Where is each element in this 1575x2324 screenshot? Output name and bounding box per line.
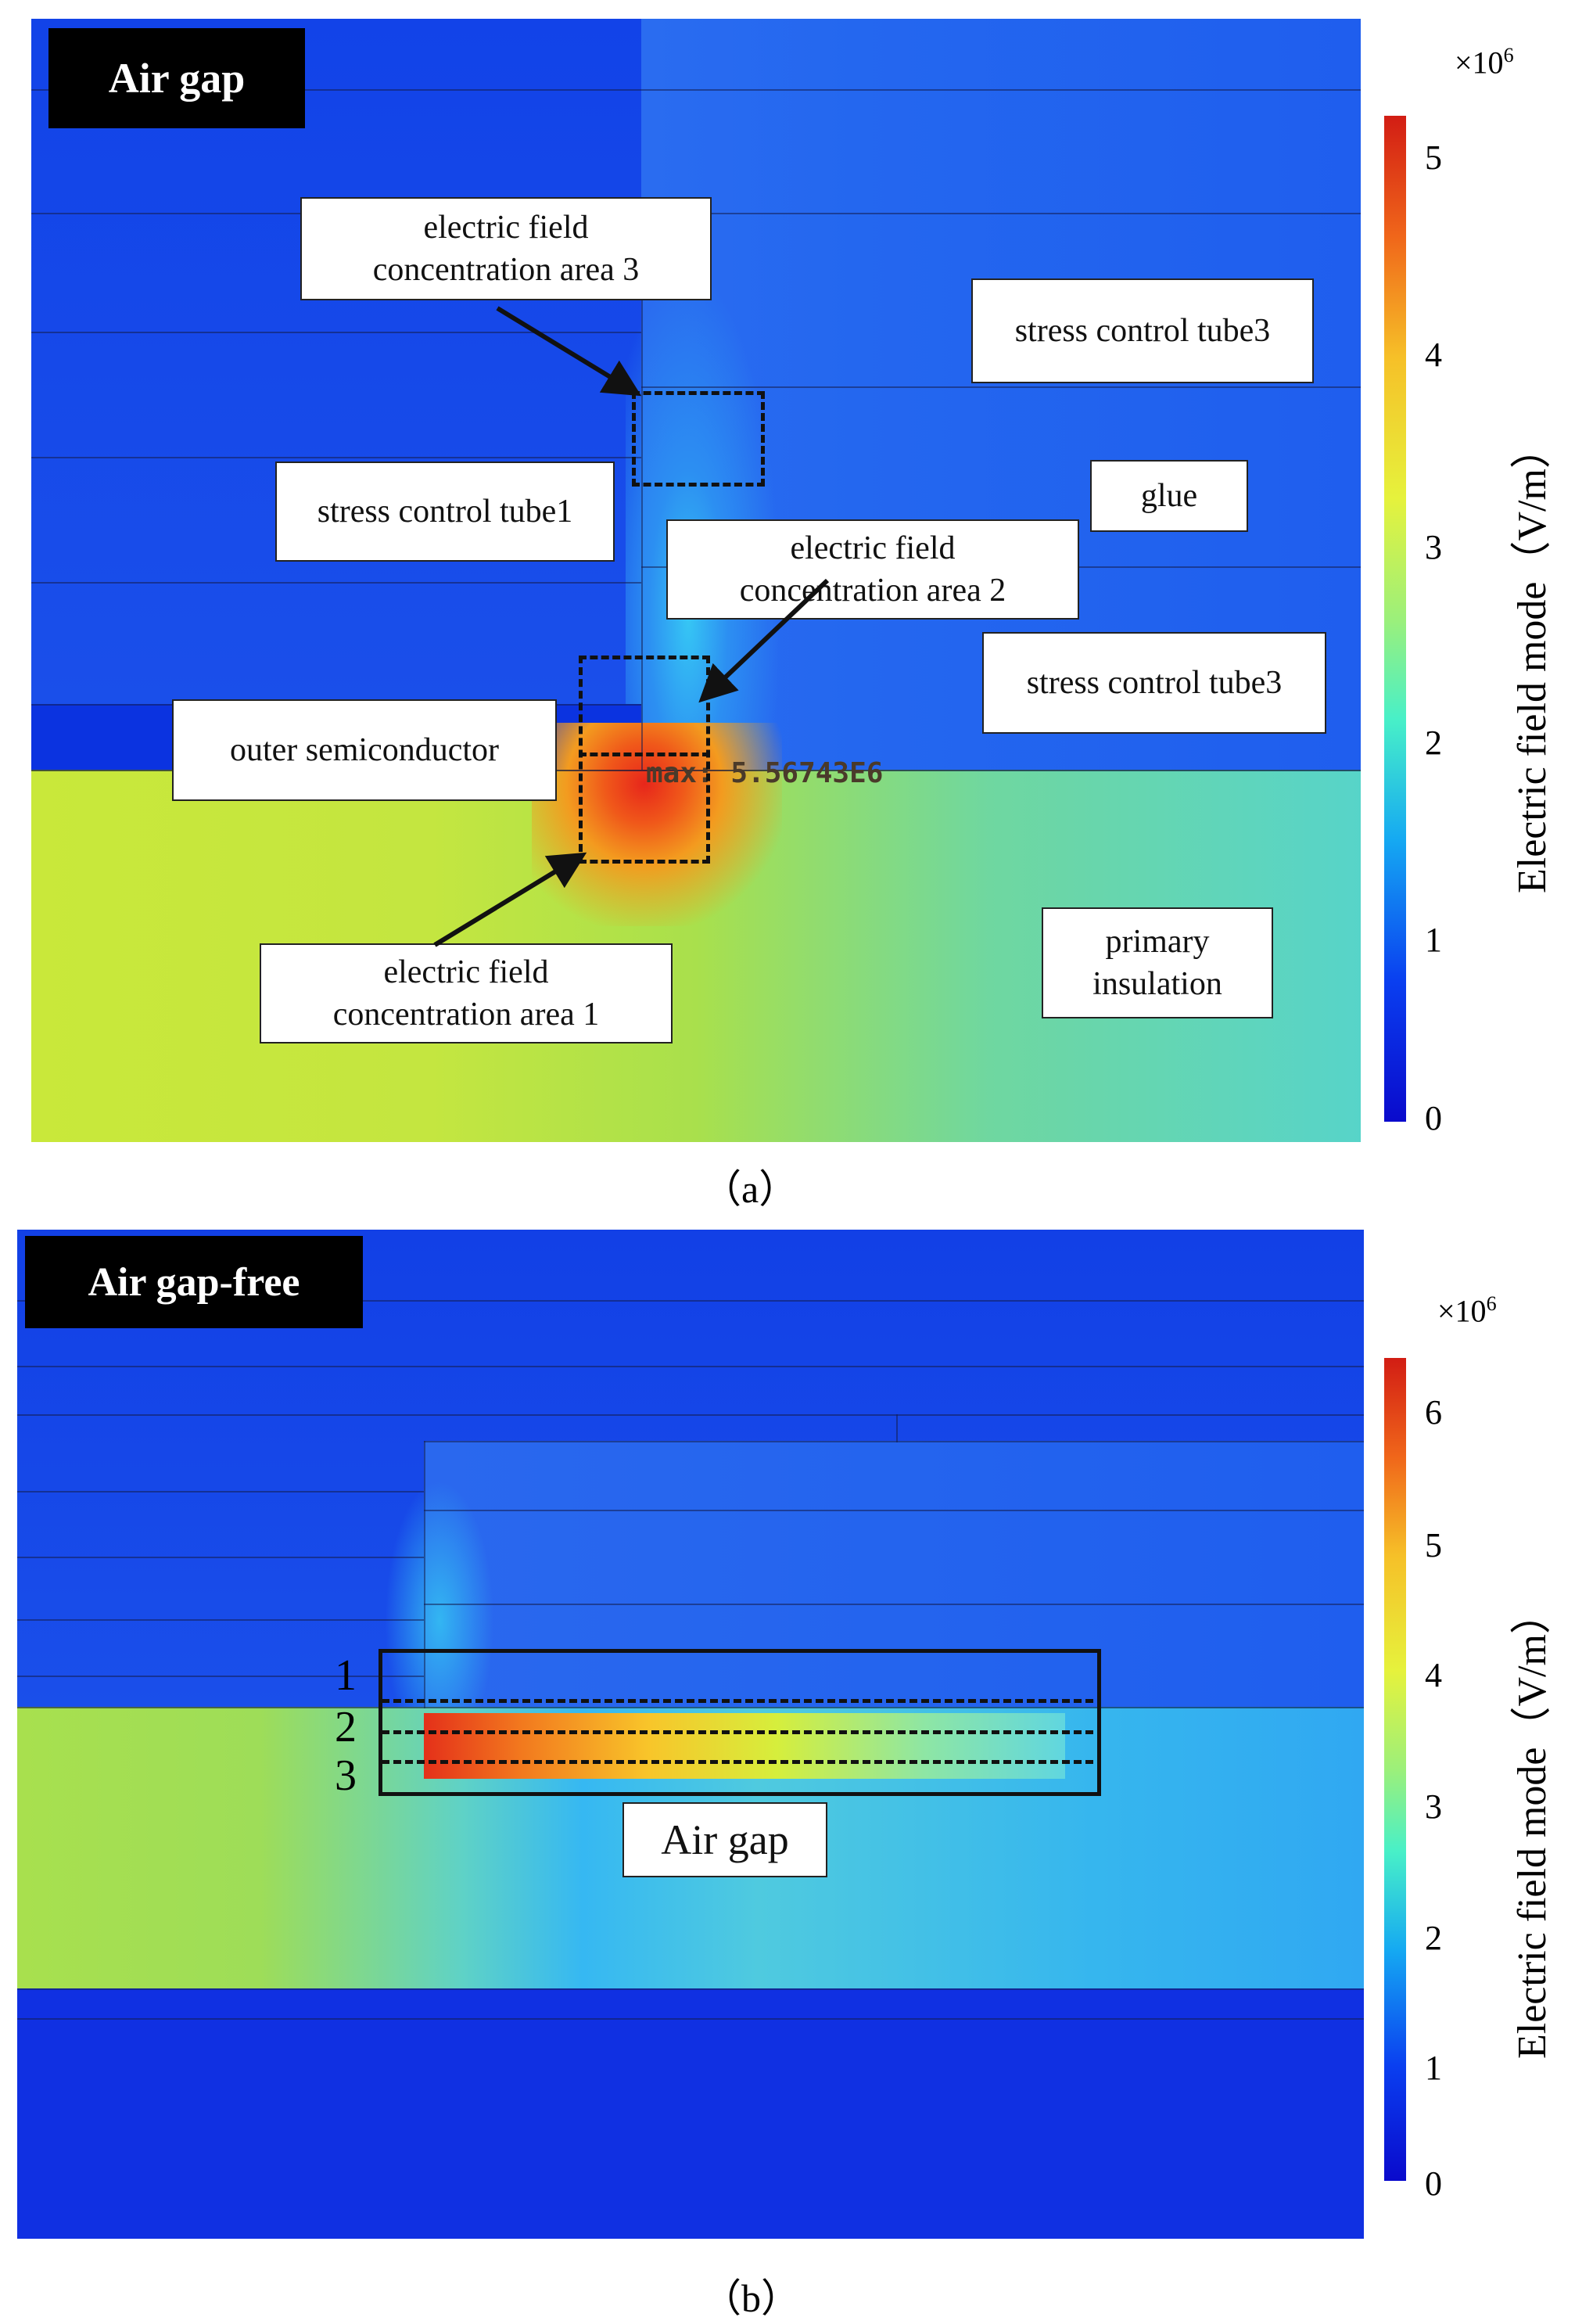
boundary-line [17, 1988, 1364, 1990]
row-label-3: 3 [335, 1751, 357, 1800]
caption-a: （a） [702, 1167, 798, 1211]
boundary-line [17, 1491, 424, 1492]
label-air-gap: Air gap [622, 1802, 827, 1877]
boundary-line [896, 1414, 898, 1442]
boundary-line [31, 89, 1361, 91]
dashed-box-area2 [579, 656, 710, 864]
region-tube [424, 1441, 1364, 1707]
dashed-box-area3 [632, 391, 765, 487]
boundary-line [424, 1604, 1364, 1605]
boundary-line [17, 1366, 1364, 1367]
caption-b: （b） [702, 2276, 800, 2320]
boundary-line [17, 2018, 1364, 2020]
panel-b-tag: Air gap-free [25, 1236, 363, 1328]
label-tube1: stress control tube1 [275, 462, 615, 562]
boundary-line [641, 386, 1361, 388]
boundary-line [641, 300, 643, 770]
colorbar-a [1384, 116, 1406, 1122]
boundary-line [17, 1676, 424, 1677]
colorbar-b [1384, 1358, 1406, 2181]
cbar-a-tick: 4 [1425, 336, 1442, 374]
boundary-line [17, 1619, 424, 1621]
label-area1: electric field concentration area 1 [260, 943, 673, 1043]
colorbar-a-label: Electric field mode（V/m） [1510, 428, 1555, 893]
boundary-line [424, 1510, 1364, 1511]
label-glue: glue [1090, 460, 1248, 532]
dashed-divider-area1 [579, 753, 710, 756]
panel-a: max: 5.56743E6 Air gap electric field co… [31, 19, 1555, 1211]
panel-b: Air gap-free 1 2 3 Air gap ×106 6 5 4 3 … [0, 1220, 1575, 2324]
hotspot-glow [532, 723, 782, 926]
dashed-row-1 [382, 1699, 1093, 1703]
boundary-line [17, 1300, 1364, 1302]
label-area3: electric field concentration area 3 [300, 197, 712, 300]
label-primary-insulation: primary insulation [1042, 907, 1273, 1018]
arrows-a [433, 306, 830, 947]
cbar-a-tick: 1 [1425, 921, 1442, 959]
panel-a-tag: Air gap [48, 28, 305, 128]
cbar-b-tick: 3 [1425, 1787, 1442, 1826]
dashed-row-3 [382, 1760, 1093, 1764]
boundary-line [424, 1441, 1364, 1442]
colorbar-b-exponent: ×106 [1437, 1292, 1497, 1329]
cbar-a-tick: 0 [1425, 1099, 1442, 1137]
cbar-a-tick: 5 [1425, 138, 1442, 177]
row-label-2: 2 [335, 1703, 357, 1751]
colorbar-b-label: Electric field mode（V/m） [1510, 1593, 1555, 2059]
cbar-b-tick: 0 [1425, 2164, 1442, 2203]
cbar-a-tick: 2 [1425, 724, 1442, 762]
row-label-1: 1 [335, 1651, 357, 1700]
boundary-line [31, 582, 641, 584]
label-area2: electric field concentration area 2 [666, 519, 1079, 620]
cbar-b-tick: 6 [1425, 1393, 1442, 1431]
cbar-b-tick: 5 [1425, 1526, 1442, 1564]
boundary-line [17, 1707, 1364, 1708]
cbar-b-tick: 4 [1425, 1656, 1442, 1694]
region-tube1 [31, 19, 641, 704]
label-outer-semiconductor: outer semiconductor [172, 699, 557, 801]
air-gap-outline [379, 1649, 1101, 1796]
boundary-line [17, 1414, 1364, 1416]
region-air-gap-field [424, 1713, 1065, 1779]
cbar-b-tick: 2 [1425, 1919, 1442, 1957]
region-lower-conductor [17, 1988, 1364, 2239]
label-tube3-mid: stress control tube3 [982, 632, 1326, 734]
boundary-line [424, 1441, 425, 1708]
boundary-line [31, 457, 641, 458]
colorbar-a-exponent: ×106 [1455, 44, 1514, 81]
boundary-line [31, 770, 1361, 771]
cbar-a-tick: 3 [1425, 528, 1442, 566]
max-annotation: max: 5.56743E6 [646, 757, 884, 789]
cbar-b-tick: 1 [1425, 2049, 1442, 2087]
dashed-row-2 [382, 1730, 1093, 1734]
boundary-line [17, 1557, 424, 1558]
label-tube3-top: stress control tube3 [971, 278, 1314, 383]
boundary-line [31, 332, 641, 333]
